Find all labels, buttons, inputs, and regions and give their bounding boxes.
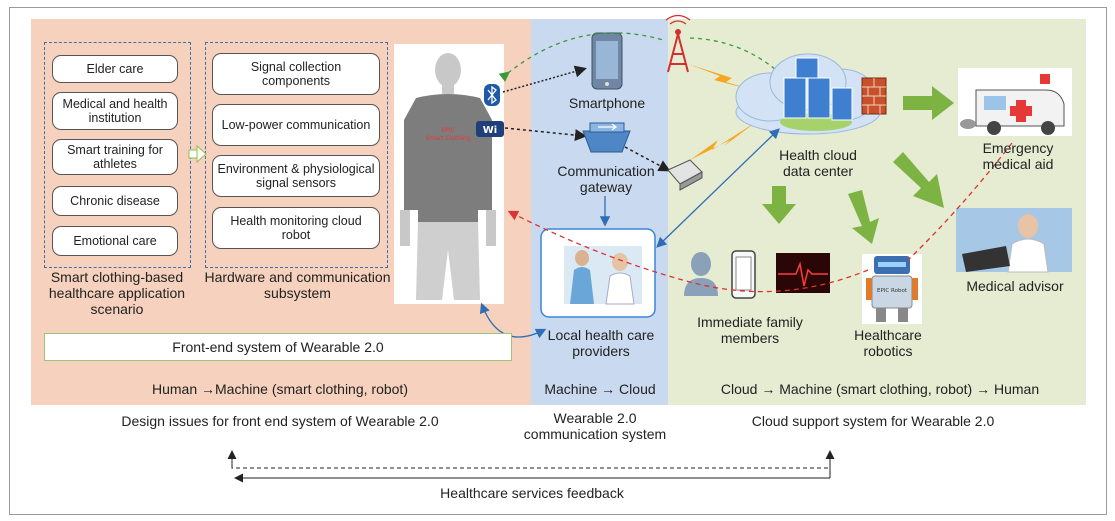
cloud-support-caption: Cloud support system for Wearable 2.0 — [751, 413, 995, 429]
svg-text:Wi: Wi — [483, 125, 497, 136]
hardware-box: Low-power communication — [212, 104, 380, 146]
robotics-label: Healthcare robotics — [854, 327, 922, 359]
wifi-link — [504, 127, 587, 142]
hardware-box: Signal collection components — [212, 53, 380, 95]
cell-tower-icon — [665, 14, 691, 73]
tower-to-cloud-link — [689, 37, 777, 71]
gateway-to-router-link — [624, 146, 671, 172]
bluetooth-link — [502, 65, 587, 93]
gateway-icon — [582, 122, 631, 153]
tower-to-person-link — [498, 32, 664, 82]
scenario-box: Medical and health institution — [52, 92, 178, 130]
cloud-to-emergency-arrow — [903, 86, 954, 120]
communication-system-caption: Wearable 2.0 communication system — [523, 410, 667, 442]
design-issues-caption: Design issues for front end system of We… — [121, 413, 439, 429]
flow-middle-label: Machine → Cloud — [544, 381, 656, 397]
wireless-bolt-icon — [688, 64, 760, 92]
feedback-label: Healthcare services feedback — [440, 485, 624, 501]
robot-to-person-link — [507, 210, 869, 293]
emergency-label: Emergency medical aid — [982, 140, 1054, 172]
hardware-box: Health monitoring cloud robot — [212, 207, 380, 249]
hardware-caption: Hardware and communication subsystem — [204, 269, 391, 301]
flow-left-label: Human →Machine (smart clothing, robot) — [152, 381, 408, 397]
providers-to-cloud-arrow — [656, 128, 780, 248]
cloud-to-robotics-arrow — [848, 190, 879, 244]
gateway-label: Communication gateway — [557, 163, 655, 195]
mobile-phone-icon — [731, 250, 756, 299]
wifi-icon: Wi — [476, 121, 504, 137]
robot-icon — [862, 254, 922, 324]
shirt-logo-line2: Smart Clothing — [425, 135, 470, 142]
smart-clothing-person — [394, 44, 504, 304]
hardware-box: Environment & physiological signal senso… — [212, 155, 380, 197]
ambulance-icon — [958, 68, 1072, 136]
robot-logo: EPIC Robot — [877, 288, 908, 294]
flow-right-label: Cloud → Machine (smart clothing, robot) … — [720, 381, 1040, 397]
scenario-box: Emotional care — [52, 226, 178, 256]
family-member-icon — [684, 252, 718, 296]
emergency-to-robot-link — [905, 142, 1013, 263]
feedback-dashed-path — [231, 458, 831, 469]
shirt-logo-line1: EPIC — [441, 127, 454, 134]
scenario-box: Smart training for athletes — [52, 139, 178, 175]
wireless-bolt-icon — [690, 122, 756, 160]
bluetooth-icon — [484, 84, 500, 106]
cloud-to-family-arrow — [762, 186, 796, 224]
advisor-label: Medical advisor — [966, 278, 1064, 294]
smartphone-label: Smartphone — [568, 95, 646, 111]
scenario-box: Elder care — [52, 55, 178, 83]
scenario-caption: Smart clothing-based healthcare applicat… — [48, 269, 186, 317]
smartphone-icon — [591, 32, 623, 90]
local-providers-icon — [540, 228, 656, 318]
cloud-to-advisor-arrow — [893, 152, 944, 208]
firewall-icon — [861, 77, 887, 115]
figure-frame — [9, 7, 1107, 515]
local-providers-label: Local health care providers — [547, 327, 655, 359]
health-cloud-icon — [735, 53, 881, 135]
frontend-system-box: Front-end system of Wearable 2.0 — [44, 333, 512, 361]
family-label: Immediate family members — [697, 314, 803, 346]
scenario-box: Chronic disease — [52, 186, 178, 216]
scenario-to-hardware-arrow — [188, 144, 207, 164]
cloud-label: Health cloud data center — [779, 147, 857, 179]
router-icon — [667, 159, 703, 191]
medical-advisor-icon — [956, 208, 1072, 273]
ecg-monitor-icon — [776, 253, 830, 293]
